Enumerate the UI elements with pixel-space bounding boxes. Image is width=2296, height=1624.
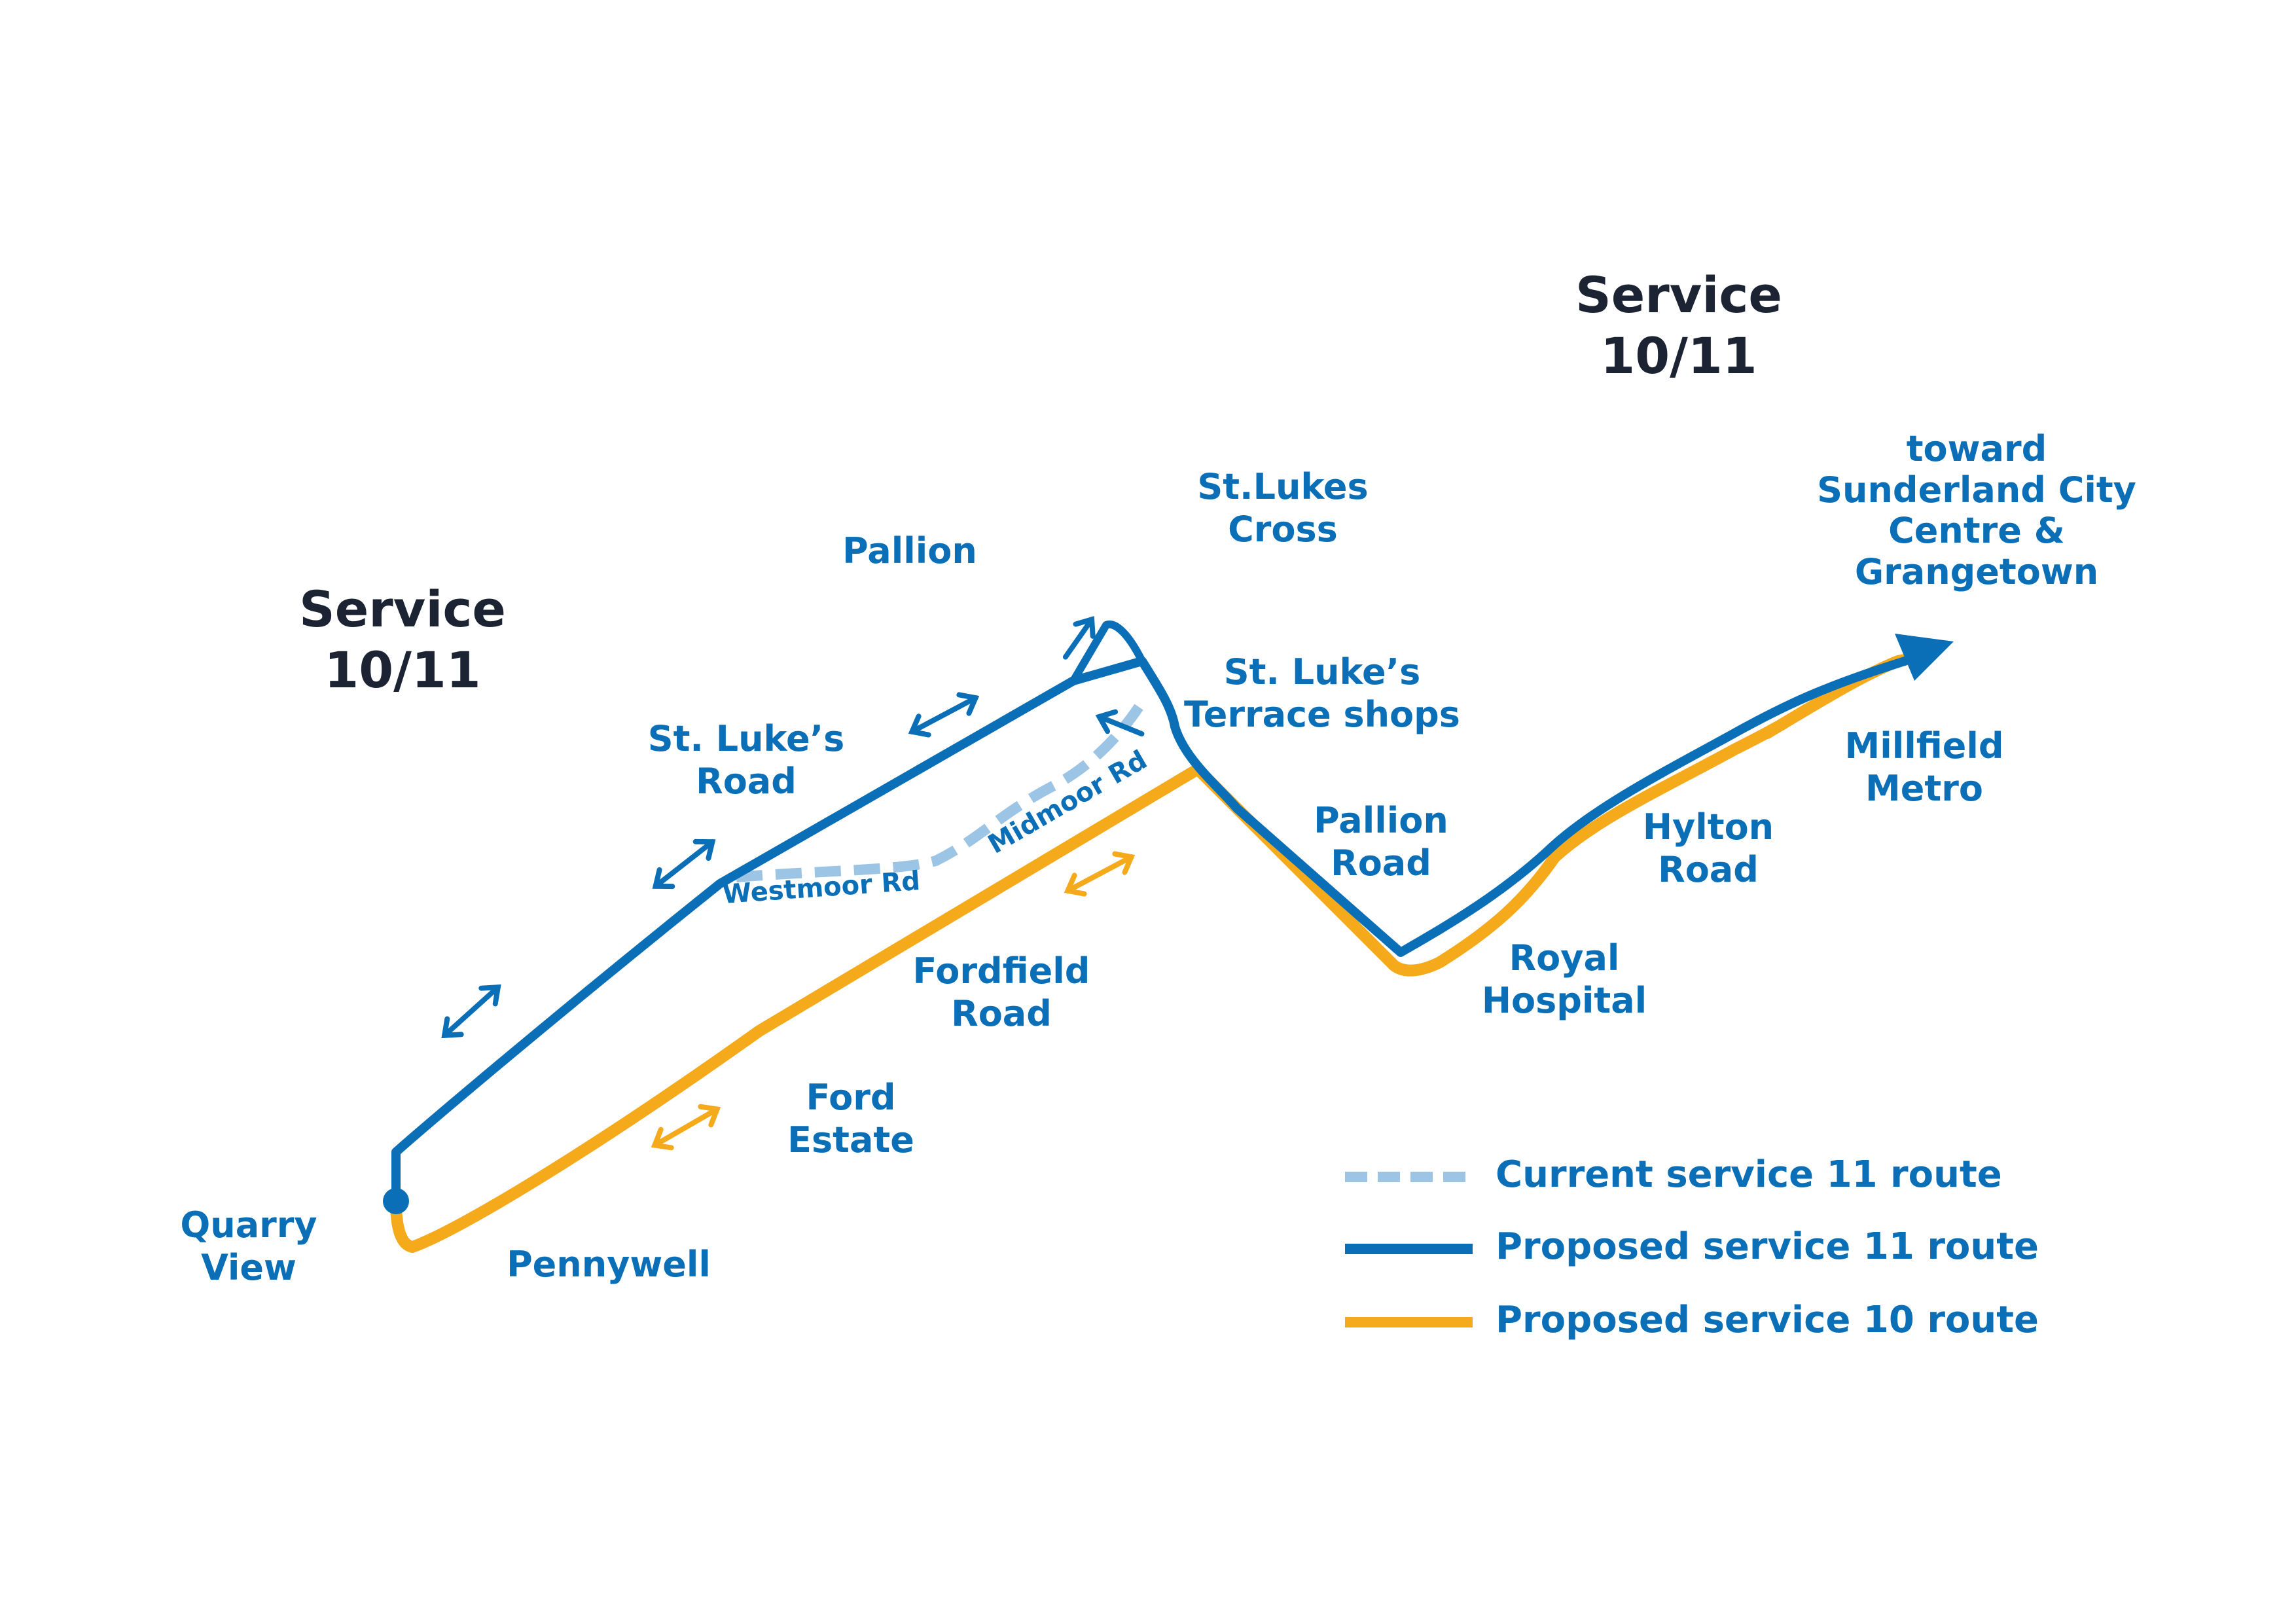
blue-two-way-arrow-icons [441,616,1145,1039]
two-way-arrow-icon [908,692,980,738]
current-service-11-route [736,704,1143,882]
destination-label-line: Sunderland City [1817,469,2136,511]
pallion-loop [1069,620,1146,683]
stop-label-line: Road [951,992,1052,1034]
stop-label-line: St. Luke’s [647,718,845,759]
stop-label-line: St.Lukes [1197,466,1369,507]
stop-label-pallion: Pallion [779,530,1041,573]
stop-label-ford-estate: Ford Estate [746,1077,956,1162]
two-way-arrow-icon [441,984,501,1039]
service-label-right-line-2: 10/11 [1600,326,1757,385]
quarry-view-stop-marker [383,1188,409,1214]
destination-label-line: Grangetown [1854,550,2099,592]
service-label-left-line-2: 10/11 [324,640,481,699]
direction-arrow-icon [1095,709,1145,737]
stop-label-st-lukes-terrace-shops: St. Luke’s Terrace shops [1165,651,1479,736]
destination-label-line: toward [1906,428,2047,469]
direction-arrow-icon [1062,616,1096,660]
stop-label-line: Ford [806,1077,896,1118]
stop-label-st-lukes-road: St. Luke’s Road [615,718,877,803]
stop-label-line: Pallion [1314,800,1448,841]
stop-label-line: Estate [787,1119,914,1161]
proposed-service-10-route [390,649,1937,1253]
stop-label-line: Fordfield [912,950,1090,992]
stop-label-line: Hylton [1642,806,1774,848]
destination-label-line: Centre & [1888,510,2065,552]
stop-label-line: Pennywell [507,1244,711,1285]
stop-label-line: Road [1331,842,1431,884]
stop-label-line: Cross [1228,508,1338,550]
stop-label-line: Quarry [180,1204,317,1246]
destination-label: toward Sunderland City Centre & Grangeto… [1793,428,2160,593]
proposed-service-11-route [391,657,1909,1206]
stop-label-pennywell: Pennywell [478,1244,740,1286]
direction-arrowhead [1895,634,1954,681]
stop-label-pallion-road: Pallion Road [1263,800,1499,885]
two-way-arrow-icon [652,839,716,890]
stop-label-quarry-view: Quarry View [151,1204,347,1290]
stop-label-line: Road [696,760,797,802]
stop-label-line: Millfield [1844,725,2004,767]
two-way-arrow-icon [1064,851,1136,897]
legend-label-current-11: Current service 11 route [1496,1153,2002,1196]
stop-label-line: Terrace shops [1184,693,1460,735]
service-label-right: Service 10/11 [1538,265,1820,386]
service-label-left: Service 10/11 [262,579,543,700]
stop-label-line: Road [1658,848,1759,890]
stop-label-line: Royal [1509,937,1620,979]
stop-label-royal-hospital: Royal Hospital [1440,937,1689,1022]
stop-label-line: Pallion [842,530,977,571]
service-label-right-line-1: Service [1575,266,1782,324]
stop-label-line: St. Luke’s [1223,651,1421,693]
orange-two-way-arrow-icons [651,851,1136,1151]
stop-label-hylton-road: Hylton Road [1604,806,1813,892]
service-label-left-line-1: Service [299,580,506,638]
legend-label-proposed-10: Proposed service 10 route [1496,1299,2039,1341]
stop-label-line: View [201,1246,296,1288]
stop-label-line: Hospital [1481,979,1647,1021]
legend-label-proposed-11: Proposed service 11 route [1496,1225,2039,1268]
stop-label-fordfield-road: Fordfield Road [877,950,1126,1036]
stop-label-st-lukes-cross: St.Lukes Cross [1152,466,1414,551]
two-way-arrow-icon [651,1104,721,1151]
stop-label-millfield-metro: Millfield Metro [1806,725,2042,810]
stop-label-line: Metro [1865,767,1983,809]
